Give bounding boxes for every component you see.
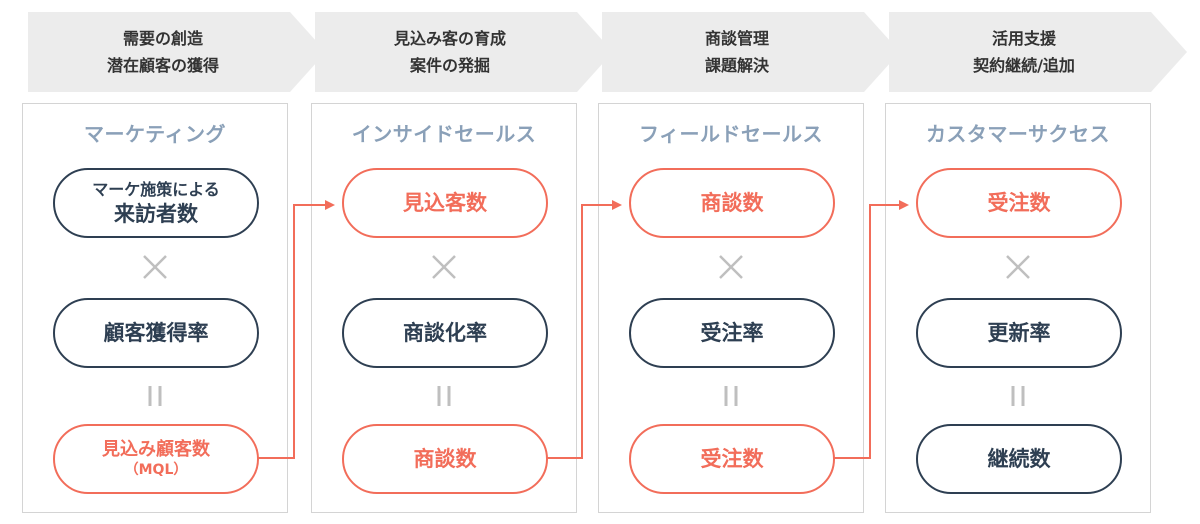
- pill-label: 見込客数: [403, 191, 487, 215]
- equals-icon: [599, 384, 863, 408]
- stage-line-1: 需要の創造: [122, 29, 203, 48]
- pill-label: 受注率: [700, 321, 764, 345]
- stage-arrow-1: 需要の創造 潜在顧客の獲得: [28, 12, 328, 92]
- column-title: マーケティング: [84, 122, 226, 146]
- column-marketing: マーケティング マーケ施策による 来訪者数 顧客獲得率 見込み顧客数 （MQL）: [22, 103, 288, 513]
- pill-line-2: （MQL）: [124, 462, 188, 478]
- pill-label: 商談数: [413, 447, 477, 471]
- pill-rate: 顧客獲得率: [53, 298, 259, 368]
- pill-line-2: 来訪者数: [114, 202, 198, 226]
- pill-rate: 商談化率: [342, 298, 548, 368]
- pill-visitors: マーケ施策による 来訪者数: [53, 168, 259, 238]
- pill-label: 商談化率: [403, 321, 487, 345]
- pill-label: 顧客獲得率: [103, 321, 209, 345]
- pill-input: 見込客数: [342, 168, 548, 238]
- column-customer-success: カスタマーサクセス 受注数 更新率 継続数: [885, 103, 1151, 513]
- chevron-shape: [28, 12, 326, 92]
- pill-result: 商談数: [342, 424, 548, 494]
- stage-line-1: 見込み客の育成: [393, 29, 506, 48]
- pill-label: 継続数: [987, 447, 1051, 471]
- pill-label: 受注数: [700, 447, 764, 471]
- column-field-sales: フィールドセールス 商談数 受注率 受注数: [598, 103, 864, 513]
- chevron-shape: [315, 12, 613, 92]
- equals-icon: [312, 384, 576, 408]
- column-title: フィールドセールス: [638, 122, 824, 146]
- chevron-shape: [602, 12, 900, 92]
- pill-label: 更新率: [987, 321, 1051, 345]
- stage-arrow-2: 見込み客の育成 案件の発掘: [315, 12, 615, 92]
- times-icon: [886, 252, 1150, 282]
- stage-line-2: 案件の発掘: [409, 56, 490, 75]
- pill-label: 商談数: [700, 191, 764, 215]
- chevron-shape: [889, 12, 1187, 92]
- pill-label: 受注数: [987, 191, 1051, 215]
- times-icon: [312, 252, 576, 282]
- pill-rate: 更新率: [916, 298, 1122, 368]
- stage-arrow-3: 商談管理 課題解決: [602, 12, 902, 92]
- stage-line-2: 潜在顧客の獲得: [106, 56, 219, 75]
- pill-input: 受注数: [916, 168, 1122, 238]
- pill-line-1: 見込み顧客数: [102, 439, 210, 460]
- times-icon: [23, 252, 287, 282]
- pill-result: 継続数: [916, 424, 1122, 494]
- pill-result: 受注数: [629, 424, 835, 494]
- stage-arrow-4: 活用支援 契約継続/追加: [889, 12, 1189, 92]
- column-inside-sales: インサイドセールス 見込客数 商談化率 商談数: [311, 103, 577, 513]
- pill-line-1: マーケ施策による: [92, 180, 220, 199]
- stage-line-2: 課題解決: [704, 56, 769, 75]
- stage-line-1: 商談管理: [704, 29, 769, 48]
- pill-result: 見込み顧客数 （MQL）: [53, 424, 259, 494]
- times-icon: [599, 252, 863, 282]
- equals-icon: [23, 384, 287, 408]
- equals-icon: [886, 384, 1150, 408]
- pill-input: 商談数: [629, 168, 835, 238]
- stage-line-1: 活用支援: [991, 29, 1056, 48]
- column-title: カスタマーサクセス: [925, 122, 1111, 146]
- column-title: インサイドセールス: [351, 122, 537, 146]
- pill-rate: 受注率: [629, 298, 835, 368]
- stage-line-2: 契約継続/追加: [973, 56, 1075, 75]
